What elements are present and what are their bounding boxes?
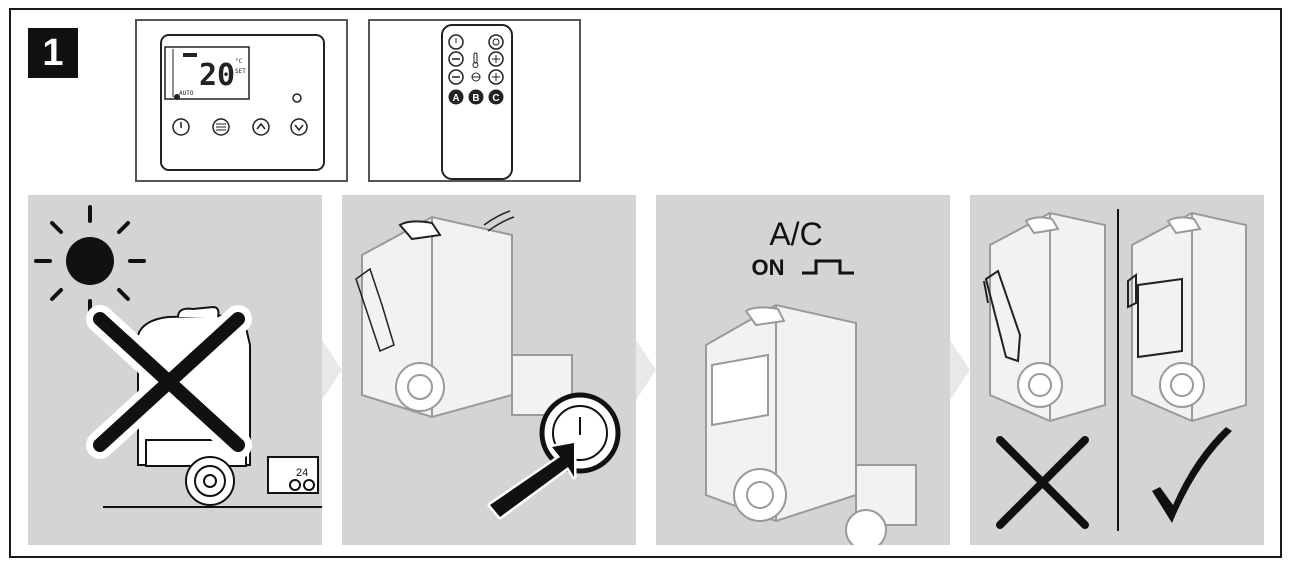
truck-cab-drawing xyxy=(362,217,572,417)
panel-ac-on: A/C ON xyxy=(656,195,950,545)
mode-a-button[interactable]: A xyxy=(449,90,464,105)
mode-b-button[interactable]: B xyxy=(469,90,484,105)
lcd-set-label: SET xyxy=(235,68,246,75)
svg-text:B: B xyxy=(472,93,479,104)
ac-label: A/C xyxy=(769,216,822,252)
lcd-temperature: 20 xyxy=(199,58,235,93)
chevron-right-icon xyxy=(950,340,972,400)
cross-icon xyxy=(1000,440,1085,525)
trailer-number: 24 xyxy=(296,467,308,479)
panel-sun-warning: 24 xyxy=(28,195,322,545)
truck-cab-drawing xyxy=(706,305,916,545)
panel-door-comparison xyxy=(970,195,1264,545)
panel-power-on xyxy=(342,195,636,545)
svg-text:C: C xyxy=(492,93,499,104)
truck-door-closed-drawing xyxy=(1132,213,1246,421)
lcd-mode-label: AUTO xyxy=(179,90,194,97)
svg-text:A: A xyxy=(452,93,459,104)
truck-door-open-drawing xyxy=(990,213,1105,421)
sun-icon xyxy=(36,207,144,315)
chevron-right-icon xyxy=(322,340,344,400)
lcd-unit: °C xyxy=(235,58,243,65)
step-number-badge: 1 xyxy=(28,28,78,78)
mode-c-button[interactable]: C xyxy=(489,90,504,105)
wall-control-unit: 20 °C SET AUTO xyxy=(135,19,348,182)
check-icon xyxy=(1152,427,1232,523)
pointer-arrow-icon xyxy=(490,443,574,517)
remote-control: A B C xyxy=(368,19,581,182)
chevron-right-icon xyxy=(636,340,658,400)
on-label: ON xyxy=(752,255,785,280)
button-pressed-icon xyxy=(802,261,854,273)
